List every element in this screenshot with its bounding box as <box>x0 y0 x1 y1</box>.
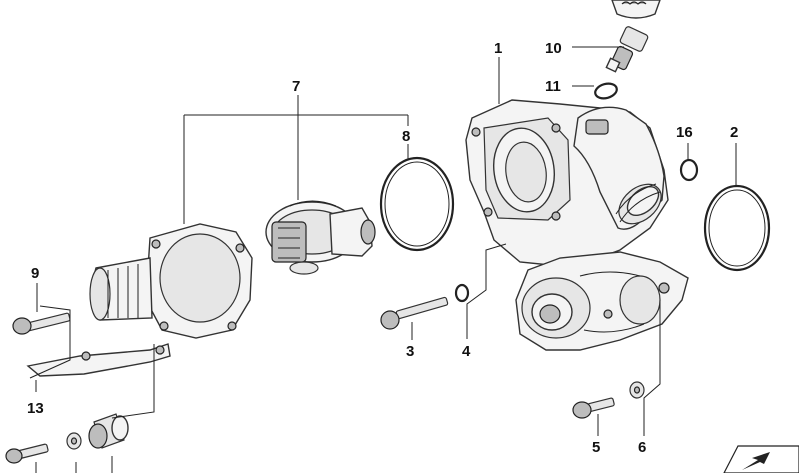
part-16-small-ring <box>679 158 699 182</box>
callout-16: 16 <box>676 124 693 141</box>
callout-3: 3 <box>406 343 414 360</box>
part-9-bolt <box>12 312 71 335</box>
callout-2: 2 <box>730 124 738 141</box>
callout-7: 7 <box>292 78 300 95</box>
part-13-bracket <box>26 343 171 377</box>
rubber-bushing <box>88 413 129 449</box>
part-3-bolt <box>380 296 449 330</box>
callout-9: 9 <box>31 265 39 282</box>
part-5-bolt <box>572 397 615 419</box>
callout-10: 10 <box>545 40 562 57</box>
callout-1: 1 <box>494 40 502 57</box>
lower-washer <box>66 432 82 450</box>
callout-4: 4 <box>462 343 471 360</box>
part-4-clip <box>454 283 470 303</box>
thermostat-cover <box>89 223 253 339</box>
callout-6: 6 <box>638 439 646 456</box>
part-8-o-ring <box>379 156 455 252</box>
part-11-sealing-ring <box>594 82 618 100</box>
leader-lines <box>29 46 737 473</box>
hose-outlet <box>615 183 662 225</box>
part-6-washer <box>629 381 645 399</box>
part-10-temperature-sensor <box>605 0 661 73</box>
callout-13: 13 <box>27 400 44 417</box>
water-pump <box>515 251 689 351</box>
navigation-arrow-icon[interactable] <box>723 445 799 473</box>
callouts: 1 10 11 16 2 7 8 9 13 3 4 5 6 <box>27 40 738 456</box>
callout-8: 8 <box>402 128 410 145</box>
part-7-thermostat <box>265 200 376 275</box>
lower-bolt <box>5 443 49 464</box>
part-1-thermostat-housing <box>465 99 669 267</box>
callout-5: 5 <box>592 439 600 456</box>
part-2-o-ring <box>703 184 771 272</box>
callout-11: 11 <box>545 78 561 95</box>
